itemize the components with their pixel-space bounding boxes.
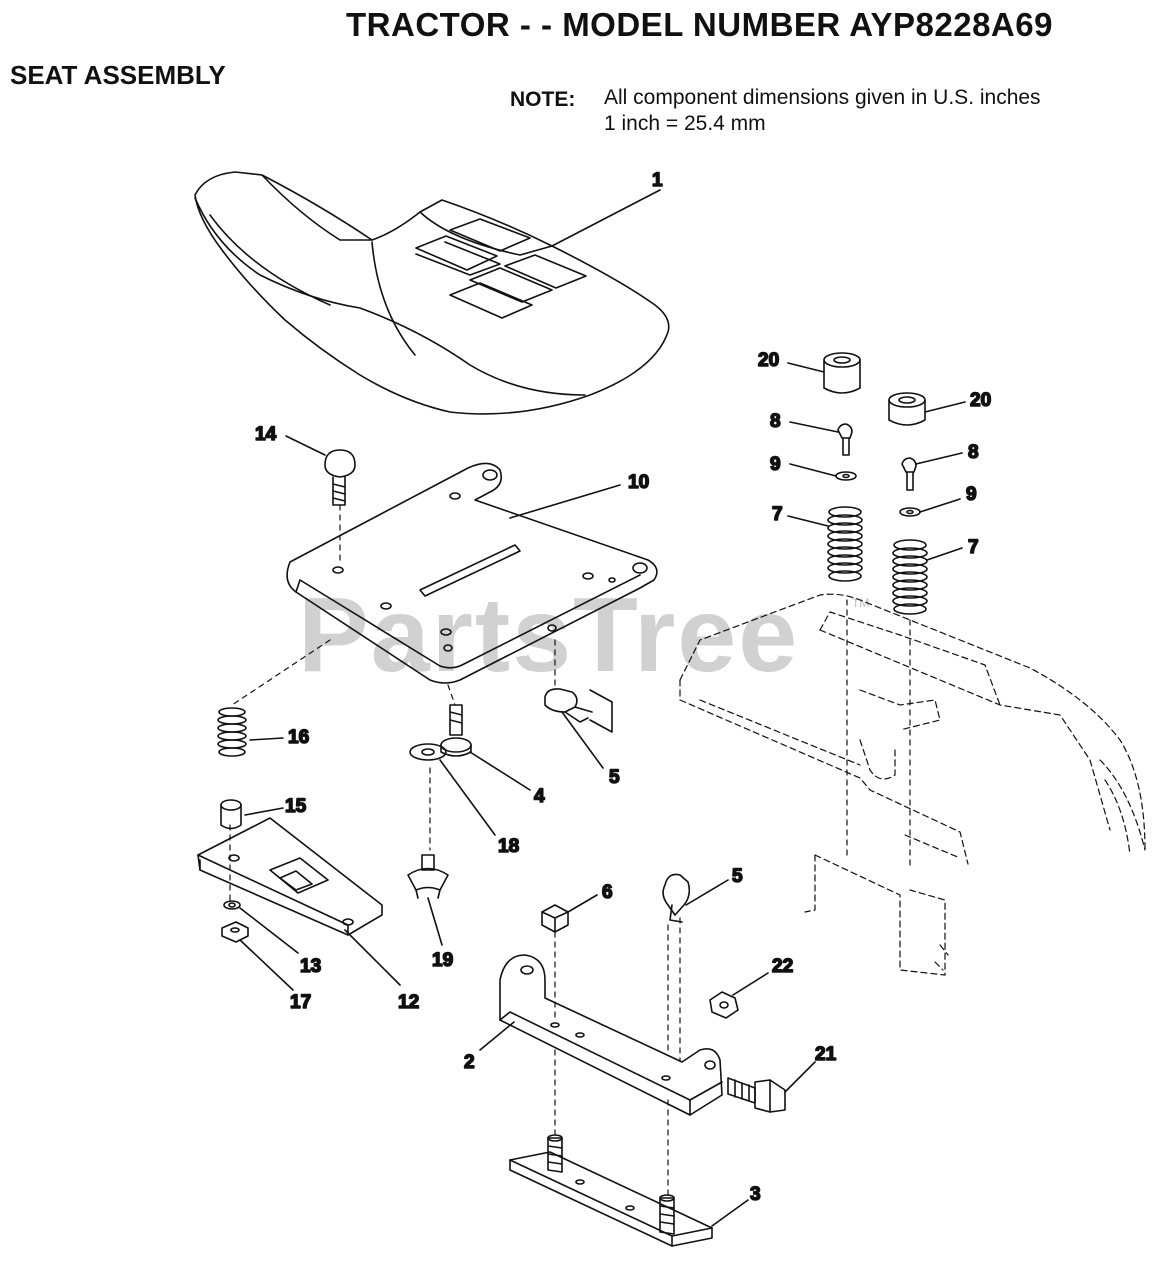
part-hex-bolt[interactable] [727, 1077, 786, 1113]
callout-13: 13 [300, 956, 321, 977]
assembly-centerlines [229, 504, 911, 1196]
callout-20b: 20 [970, 390, 991, 411]
callout-4: 4 [534, 786, 545, 807]
part-pivot-bracket[interactable] [499, 954, 723, 1116]
part-spacer[interactable] [220, 799, 242, 830]
leader-14 [285, 435, 326, 456]
part-seat-bracket[interactable] [197, 817, 383, 936]
leader-20b [924, 401, 966, 413]
part-hex-nut[interactable] [541, 904, 569, 933]
diagram-title: TRACTOR - - MODEL NUMBER AYP8228A69 [346, 6, 1053, 43]
part-washer[interactable] [409, 743, 447, 761]
callout-7b: 7 [968, 537, 979, 558]
callout-18: 18 [498, 836, 519, 857]
section-title: SEAT ASSEMBLY [10, 60, 226, 90]
leader-7b [926, 547, 963, 561]
part-seat[interactable] [194, 171, 670, 415]
leader-20a [787, 362, 825, 373]
leader-8b [915, 452, 963, 465]
leader-18 [439, 759, 496, 836]
leader-19 [427, 897, 443, 946]
leader-22 [732, 972, 769, 996]
callout-9b: 9 [966, 484, 977, 505]
part-spring-washer-left[interactable] [835, 471, 857, 481]
part-spring-washer-right[interactable] [899, 507, 921, 517]
leader-17 [239, 939, 294, 991]
callout-7a: 7 [772, 504, 783, 525]
leader-21 [784, 1061, 816, 1093]
callout-8a: 8 [770, 411, 781, 432]
leader-8a [789, 421, 839, 433]
part-carriage-bolt[interactable] [324, 449, 356, 506]
part-screw-right[interactable] [901, 457, 917, 491]
part-shoulder-bolt[interactable] [440, 704, 472, 757]
part-wire-clip-lower[interactable] [662, 873, 691, 923]
callout-1: 1 [652, 170, 663, 191]
callout-16: 16 [288, 727, 309, 748]
part-coil-spring-right[interactable] [892, 539, 928, 615]
callout-14: 14 [255, 424, 277, 445]
part-bumper-right[interactable] [888, 392, 926, 426]
leader-4 [469, 751, 531, 791]
callout-17: 17 [290, 992, 311, 1013]
leader-2 [479, 1021, 515, 1051]
part-lock-washer[interactable] [223, 900, 241, 910]
leader-6 [567, 894, 598, 913]
tractor-frame-phantom [679, 593, 1146, 976]
watermark-tm: TM [852, 596, 870, 610]
callout-2: 2 [464, 1052, 475, 1073]
part-nut-17[interactable] [221, 921, 249, 943]
note-line-1: All component dimensions given in U.S. i… [604, 86, 1041, 109]
part-mounting-plate[interactable] [509, 1134, 713, 1247]
callout-10: 10 [628, 472, 649, 493]
part-adjustment-knob[interactable] [407, 854, 449, 899]
leader-16 [249, 737, 284, 741]
note-line-2: 1 inch = 25.4 mm [604, 112, 766, 135]
leader-12 [344, 929, 401, 986]
callout-6: 6 [602, 882, 613, 903]
part-seat-pan[interactable] [286, 462, 658, 684]
leader-9b [919, 498, 961, 513]
leader-10 [509, 484, 621, 519]
leader-15 [244, 807, 284, 816]
callout-3: 3 [750, 1184, 761, 1205]
callout-20a: 20 [758, 350, 779, 371]
leader-5b [685, 879, 729, 906]
callout-12: 12 [398, 992, 419, 1013]
note-label: NOTE: [510, 88, 576, 111]
callout-15: 15 [285, 796, 307, 817]
leader-9a [789, 463, 837, 477]
callout-21: 21 [815, 1044, 837, 1065]
leader-5a [561, 711, 604, 769]
leader-3 [711, 1199, 749, 1227]
leader-13 [239, 907, 299, 954]
part-wire-clip-upper[interactable] [544, 688, 613, 733]
callout-22: 22 [772, 956, 793, 977]
callout-8b: 8 [968, 442, 979, 463]
part-nut-22[interactable] [709, 991, 739, 1019]
part-coil-spring-left[interactable] [827, 506, 863, 582]
leader-7a [787, 515, 829, 527]
part-bumper-left[interactable] [823, 352, 861, 394]
callout-5a: 5 [609, 767, 620, 788]
callout-19: 19 [432, 950, 453, 971]
leader-1 [551, 189, 661, 247]
callout-5b: 5 [732, 866, 743, 887]
part-small-spring[interactable] [217, 707, 247, 757]
callout-9a: 9 [770, 454, 781, 475]
part-screw-left[interactable] [837, 423, 853, 456]
